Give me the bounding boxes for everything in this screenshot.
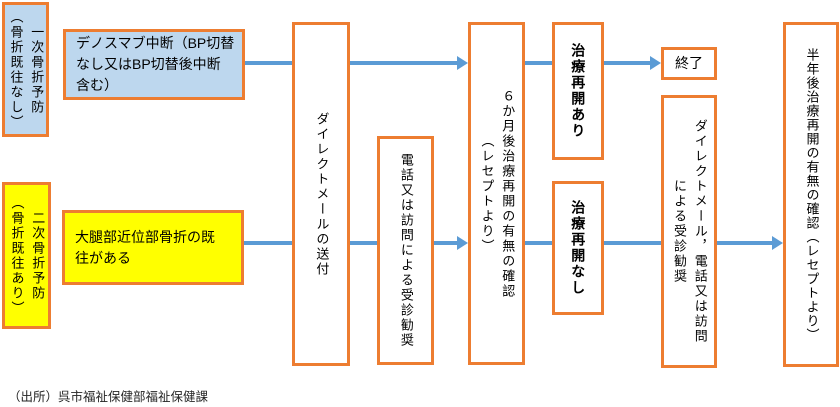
label-primary-fracture-prevention-text: 一次骨折予防 （骨折既往なし） (8, 9, 45, 130)
node-direct-mail-sending-text: ダイレクトメールの送付 (314, 111, 330, 277)
node-six-month-treatment-check-text: ６か月後治療再開の有無の確認 （レセプトより） (479, 88, 516, 299)
node-femur-fracture-history-text: 大腿部近位部骨折の既 往がある (75, 228, 215, 266)
arrow-restart-yes-to-end-line (604, 61, 651, 65)
label-secondary-fracture-prevention-text: 二次骨折予防 （骨折既往あり） (9, 195, 46, 316)
node-direct-mail-sending: ダイレクトメールの送付 (292, 22, 350, 366)
node-direct-mail-phone-visit-encouragement: ダイレクトメール，電話又は訪問 による受診勧奨 (661, 95, 717, 368)
node-denosumab-interruption-text: デノスマブ中断（BP切替 なし又はBP切替後中断 含む） (76, 35, 235, 93)
arrow-denosumab-to-six-month-line (244, 61, 458, 65)
node-treatment-not-restarted-text: 治療再開なし (570, 200, 587, 296)
label-secondary-fracture-prevention: 二次骨折予防 （骨折既往あり） (2, 182, 51, 329)
arrow-denosumab-to-six-month-head-icon (457, 56, 468, 70)
node-end: 終了 (661, 47, 717, 80)
connector-six-month-to-restart-yes (523, 61, 552, 65)
arrow-restart-no-to-half-year-head-icon (772, 236, 783, 250)
node-denosumab-interruption: デノスマブ中断（BP切替 なし又はBP切替後中断 含む） (63, 29, 245, 100)
source-attribution: （出所）呉市福祉保健部福祉保健課 (8, 390, 209, 404)
node-treatment-restarted: 治療再開あり (552, 22, 604, 160)
node-six-month-treatment-check: ６か月後治療再開の有無の確認 （レセプトより） (468, 22, 525, 365)
label-primary-fracture-prevention: 一次骨折予防 （骨折既往なし） (2, 2, 49, 137)
arrow-femur-to-six-month-head-icon (457, 236, 468, 250)
node-half-year-treatment-check-text: 半年後治療再開の有無の確認（レセプトより） (804, 47, 820, 342)
node-end-text: 終了 (675, 55, 703, 71)
connector-six-month-to-restart-no (523, 241, 552, 245)
arrow-femur-to-six-month-line (243, 241, 458, 245)
node-direct-mail-phone-visit-encouragement-text: ダイレクトメール，電話又は訪問 による受診勧奨 (672, 119, 708, 344)
node-treatment-restarted-text: 治療再開あり (570, 43, 587, 139)
node-femur-fracture-history: 大腿部近位部骨折の既 往がある (62, 210, 244, 285)
node-phone-or-visit-encouragement-text: 電話又は訪問による受診勧奨 (398, 153, 414, 348)
arrow-restart-yes-to-end-head-icon (650, 56, 661, 70)
node-half-year-treatment-check: 半年後治療再開の有無の確認（レセプトより） (783, 22, 839, 367)
node-treatment-not-restarted: 治療再開なし (552, 181, 604, 315)
node-phone-or-visit-encouragement: 電話又は訪問による受診勧奨 (377, 136, 434, 365)
